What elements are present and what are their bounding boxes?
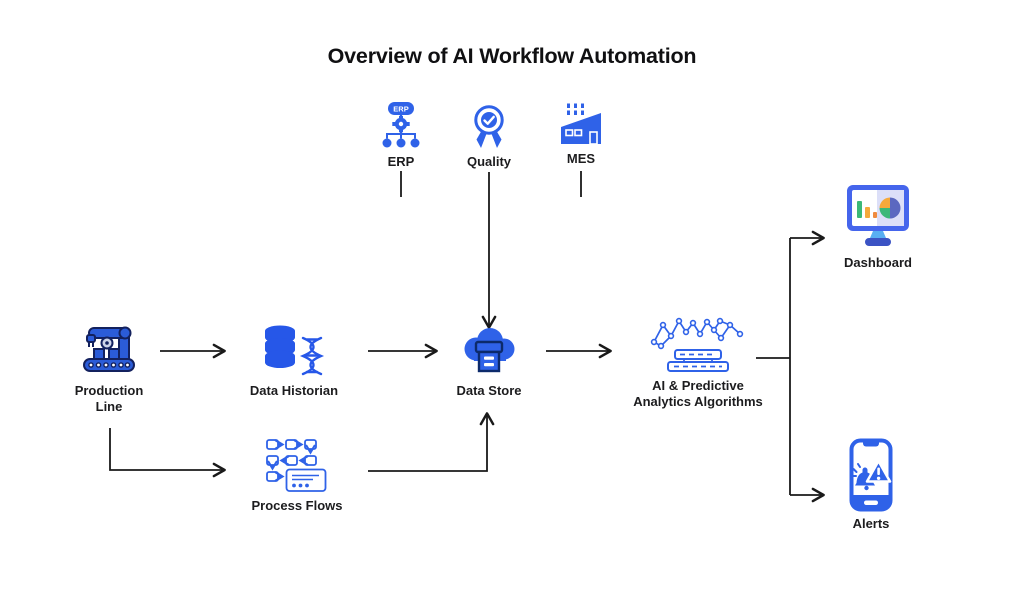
node-process-flows: Process Flows: [242, 436, 352, 514]
ai-analytics-label: AI & Predictive Analytics Algorithms: [633, 378, 763, 409]
node-quality: Quality: [454, 103, 524, 170]
erp-label: ERP: [387, 154, 415, 169]
production-line-label: Production Line: [74, 383, 144, 414]
node-data-store: Data Store: [444, 326, 534, 399]
flowchart-icon: [266, 439, 327, 492]
quality-label: Quality: [466, 154, 512, 169]
process-flows-label: Process Flows: [251, 498, 343, 513]
erp-badge-text: ERP: [393, 105, 408, 114]
node-production-line: Production Line: [59, 322, 159, 414]
edge-production-to-processflows: [109, 428, 226, 478]
node-alerts: Alerts: [831, 438, 911, 532]
monitor-charts-icon: [847, 185, 909, 246]
node-data-historian: Data Historian: [239, 322, 349, 399]
cloud-server-icon: [464, 328, 515, 373]
dashboard-label: Dashboard: [844, 255, 912, 270]
diagram-title: Overview of AI Workflow Automation: [327, 44, 697, 68]
database-dna-icon: [265, 325, 325, 376]
node-erp: ERP ERP: [371, 101, 431, 170]
node-ai-analytics: AI & Predictive Analytics Algorithms: [608, 315, 788, 409]
network-graph-server-icon: [650, 317, 744, 372]
phone-alert-bell-icon: [849, 438, 893, 512]
factory-icon: [561, 103, 601, 145]
node-mes: MES: [551, 102, 611, 167]
erp-hierarchy-icon: ERP: [382, 102, 420, 148]
robotic-arm-conveyor-icon: [83, 326, 135, 372]
alerts-label: Alerts: [852, 516, 890, 531]
edge-processflows-to-datastore: [368, 412, 495, 472]
quality-medal-icon: [474, 105, 504, 148]
data-historian-label: Data Historian: [249, 383, 339, 398]
mes-label: MES: [566, 151, 596, 166]
data-store-label: Data Store: [456, 383, 522, 398]
node-dashboard: Dashboard: [828, 184, 928, 271]
